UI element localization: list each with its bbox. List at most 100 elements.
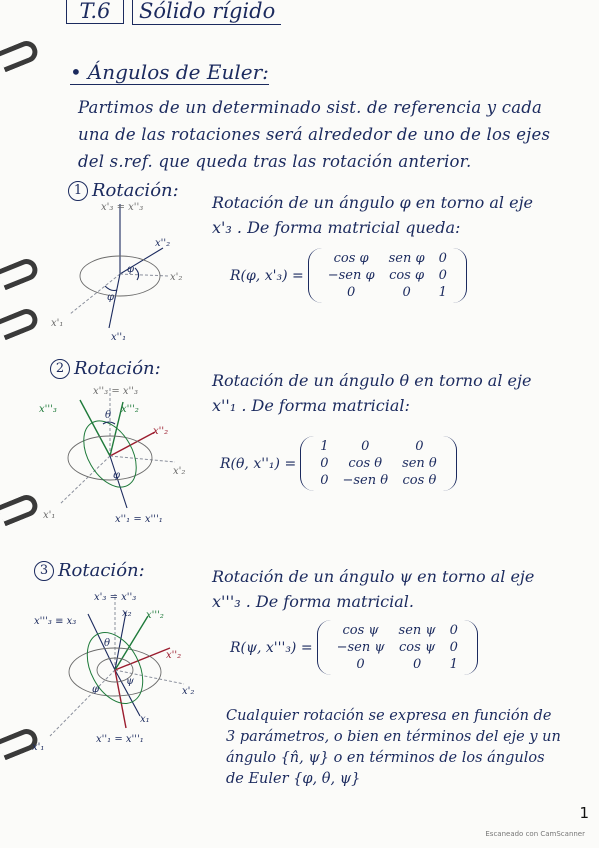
matrix-cell: 0: [438, 268, 447, 283]
binding-ring: [0, 305, 41, 341]
axis-label-x2: x₂: [122, 608, 132, 619]
step-1-desc-line: x'₃ . De forma matricial queda:: [212, 218, 461, 237]
matrix-cell: 0: [412, 657, 422, 672]
angle-arc: [104, 285, 118, 292]
matrix-cell: cos θ: [348, 456, 383, 471]
axis-x2p-line: [119, 273, 170, 277]
conclusion-line: 3 parámetros, o bien en términos del eje…: [226, 729, 561, 745]
section-title-text: Ángulos de Euler:: [87, 60, 269, 84]
conclusion-line: de Euler {φ, θ, ψ}: [226, 771, 361, 787]
axis-label-x3: x'₃ = x''₃: [101, 202, 143, 213]
step-1-desc-line: Rotación de un ángulo φ en torno al eje: [212, 193, 533, 212]
matrix-cell: 1: [320, 439, 329, 454]
angle-label: φ: [92, 684, 99, 695]
matrix-cell: sen φ: [388, 251, 425, 266]
chapter-number: T.6: [66, 0, 124, 24]
matrix-cell: sen ψ: [398, 623, 436, 638]
axis-label-x1pp: x''₁ = x'''₁: [96, 734, 144, 745]
step-3-description: Rotación de un ángulo ψ en torno al eje …: [212, 564, 572, 614]
step-3-desc-line: Rotación de un ángulo ψ en torno al eje: [212, 567, 535, 586]
step-2-diagram: x''₃ = x''₃ x'''₃ x'''₂ x''₂ x'₂ x'₁ x''…: [39, 386, 185, 525]
step-3-diagram: x'₃ = x''₃ x'''₃ ≡ x₃ x₂ x'''₂ x''₂ x'₂ …: [32, 592, 194, 753]
conclusion-line: ángulo {n̂, ψ} o en términos de los ángu…: [226, 750, 545, 766]
intro-paragraph: Partimos de un determinado sist. de refe…: [78, 94, 568, 175]
matrix-cell: 0: [449, 623, 458, 638]
axis-label-x2p: x'₂: [173, 466, 185, 477]
angle-arc: [102, 421, 116, 425]
matrix-cell: 0: [415, 439, 424, 454]
axis-label-x2p: x'₂: [182, 686, 194, 697]
matrix-cell: −sen θ: [342, 473, 389, 488]
matrix-cell: 0: [361, 439, 370, 454]
rotation-matrix: cos φ sen φ 0 −sen φ cos φ 0 0 0 1: [307, 248, 467, 303]
matrix-cell: cos ψ: [342, 623, 379, 638]
axis-label-x2pp: x''₂: [166, 650, 181, 661]
step-2-description: Rotación de un ángulo θ en torno al eje …: [212, 368, 572, 418]
matrix-cell: 0: [438, 251, 447, 266]
axis-label-x2pp: x''₂: [153, 426, 168, 437]
step-3-matrix-equation: R(ψ, x'''₃) = cos ψ sen ψ 0 −sen ψ cos ψ…: [230, 620, 478, 675]
step-2-desc-line: Rotación de un ángulo θ en torno al eje: [212, 371, 532, 390]
rotation-ellipse-inner: [96, 657, 134, 683]
matrix-cell: 0: [402, 285, 411, 300]
matrix-cell: 1: [449, 657, 458, 672]
rotation-ellipse: [67, 435, 153, 481]
intro-line: una de las rotaciones será alrededor de …: [78, 125, 551, 144]
scanner-watermark: Escaneado con CamScanner: [485, 830, 585, 838]
axis-label-x2p: x'₂: [170, 272, 182, 283]
angle-label: θ: [104, 638, 110, 649]
axis-x1pp-line: [108, 273, 121, 329]
bullet-icon: •: [70, 60, 82, 84]
matrix-cell: cos ψ: [399, 640, 436, 655]
binding-ring: [0, 37, 41, 73]
axis-x3ppp-line: [79, 399, 111, 457]
axis-label-x1p: x'₁: [43, 510, 55, 521]
matrix-cell: −sen φ: [327, 268, 375, 283]
axis-x1pp-line: [109, 455, 128, 509]
axis-label-x1p: x'₁: [51, 318, 63, 329]
angle-label: θ: [105, 410, 111, 421]
axis-label-x1pp: x''₁ = x'''₁: [115, 514, 163, 525]
step-2-label-text: Rotación:: [74, 358, 161, 379]
axis-x2pp-line: [109, 431, 156, 457]
step-1-label-text: Rotación:: [92, 180, 179, 201]
axis-label-x3: x'₃ = x''₃: [94, 592, 136, 603]
matrix-cell: cos θ: [402, 473, 437, 488]
matrix-cell: 0: [320, 473, 329, 488]
axis-x1p-line: [49, 669, 116, 737]
matrix-cell: 0: [347, 285, 356, 300]
rotation-ellipse: [79, 255, 161, 297]
matrix-cell: cos φ: [389, 268, 425, 283]
binding-ring: [0, 255, 41, 291]
axis-label-x3ppp: x'''₃ ≡ x₃: [34, 616, 76, 627]
angle-arc: [134, 267, 140, 281]
axis-x2ppp-line: [114, 615, 149, 671]
rotation-matrix: 1 0 0 0 cos θ sen θ 0 −sen θ cos θ: [300, 436, 457, 491]
step-2-number: 2: [50, 359, 70, 379]
section-title: •Ángulos de Euler:: [70, 60, 269, 85]
step-1-matrix-equation: R(φ, x'₃) = cos φ sen φ 0 −sen φ cos φ 0…: [230, 248, 467, 303]
step-1-matrix-label: R(φ, x'₃) =: [230, 267, 304, 284]
rotation-ellipse-green: [86, 632, 144, 704]
axis-label-x3ppp: x'''₃: [39, 404, 57, 415]
axis-x3ppp-line: [87, 613, 116, 671]
axis-x2p-line: [109, 455, 176, 463]
axis-x1pp-line: [114, 669, 127, 729]
angle-label: φ: [113, 470, 120, 481]
matrix-cell: 0: [356, 657, 365, 672]
step-2-matrix-equation: R(θ, x''₁) = 1 0 0 0 cos θ sen θ 0 −sen …: [220, 436, 457, 491]
step-2-matrix-label: R(θ, x''₁) =: [220, 455, 297, 472]
axis-x2ppp-line: [109, 401, 124, 457]
matrix-cell: −sen ψ: [336, 640, 385, 655]
axis-label-x2ppp: x'''₂: [146, 610, 164, 621]
axis-label-x1p: x'₁: [32, 742, 44, 753]
axis-label-x1pp: x''₁: [111, 332, 126, 343]
step-1-number: 1: [68, 181, 88, 201]
step-3-desc-line: x'''₃ . De forma matricial.: [212, 592, 414, 611]
matrix-cell: 1: [438, 285, 447, 300]
axis-x2pp-line: [119, 247, 164, 275]
rotation-ellipse-green: [83, 420, 137, 488]
axis-x2-line: [114, 611, 127, 671]
